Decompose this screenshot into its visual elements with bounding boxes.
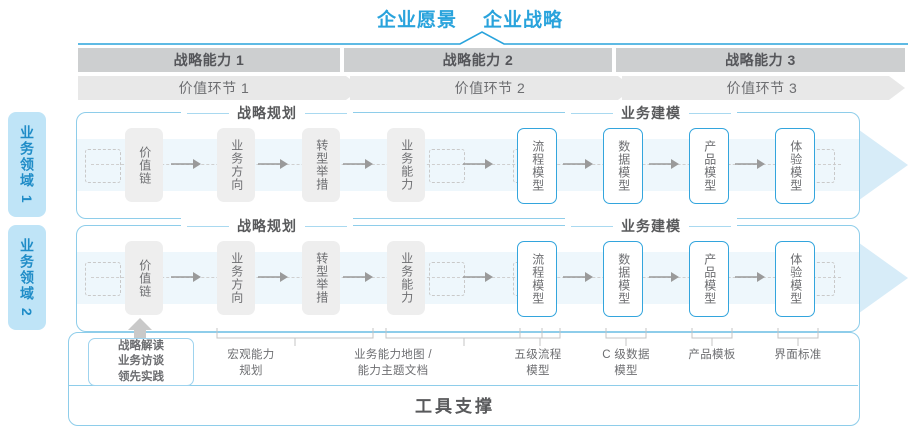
arrow-icon xyxy=(563,159,593,169)
enterprise-strategy-title: 企业战略 xyxy=(483,9,564,31)
bottom-label-line2: 规划 xyxy=(239,364,263,377)
node-r1-business-capability[interactable]: 业务能力 xyxy=(387,128,425,202)
bottom-label-line1: 界面标准 xyxy=(774,349,822,361)
section-caption-modeling-2: 业务建模 xyxy=(565,216,737,236)
arrow-icon xyxy=(735,159,765,169)
bottom-label-ui-standard: 界面标准 xyxy=(746,348,850,364)
row-1-placeholder-mid xyxy=(429,149,465,183)
value-chain-band: 价值环节 1 价值环节 2 价值环节 3 xyxy=(78,76,905,100)
node-r1-experience-model[interactable]: 体验模型 xyxy=(775,128,815,204)
enterprise-vision-title: 企业愿景 xyxy=(376,9,457,31)
caption-rule-right xyxy=(689,112,731,114)
modeling-caption-text-1: 业务建模 xyxy=(621,105,681,121)
caption-rule-right xyxy=(305,225,347,227)
domain-2-label: 业务领域 2 xyxy=(19,237,35,318)
tool-support-box xyxy=(68,332,860,426)
node-r1-process-model[interactable]: 流程模型 xyxy=(517,128,557,204)
bottom-label-line1: 五级流程 xyxy=(514,349,562,361)
bottom-label-product-template: 产品模板 xyxy=(660,348,764,364)
node-r2-value-chain[interactable]: 价值链 xyxy=(125,241,163,315)
capability-cell-2[interactable]: 战略能力 2 xyxy=(344,48,612,72)
section-caption-planning-2: 战略规划 xyxy=(181,216,353,236)
node-r1-value-chain[interactable]: 价值链 xyxy=(125,128,163,202)
bottom-label-line2: 模型 xyxy=(614,364,638,377)
brackets-group xyxy=(216,328,819,346)
bottom-label-five-level-process: 五级流程 模型 xyxy=(486,348,590,379)
node-r1-business-direction[interactable]: 业务方向 xyxy=(217,128,255,202)
callout-up-arrow-icon xyxy=(128,318,152,342)
bottom-label-line2: 能力主题文档 xyxy=(357,364,429,377)
row-1-placeholder-start xyxy=(85,149,121,183)
value-chain-label-3[interactable]: 价值环节 3 xyxy=(726,80,798,96)
bottom-label-line2: 模型 xyxy=(526,364,550,377)
node-r1-product-model[interactable]: 产品模型 xyxy=(689,128,729,204)
callout-line-2: 业务访谈 xyxy=(118,355,164,368)
node-r2-process-model[interactable]: 流程模型 xyxy=(517,241,557,317)
section-caption-modeling-1: 业务建模 xyxy=(565,103,737,123)
capability-cell-1[interactable]: 战略能力 1 xyxy=(78,48,340,72)
node-r2-experience-model[interactable]: 体验模型 xyxy=(775,241,815,317)
arrow-icon xyxy=(735,272,765,282)
domain-row-1: 战略规划 业务建模 价值链 业务方向 转型举措 业务能力 流程模型 数据模型 产… xyxy=(76,103,860,219)
vision-strategy-connector xyxy=(78,31,908,45)
node-r1-data-model[interactable]: 数据模型 xyxy=(603,128,643,204)
caption-rule-left xyxy=(187,225,229,227)
node-r2-business-direction[interactable]: 业务方向 xyxy=(217,241,255,315)
capability-cell-3[interactable]: 战略能力 3 xyxy=(616,48,905,72)
tool-support-divider xyxy=(68,385,858,386)
tool-support-title: 工具支撑 xyxy=(415,397,495,416)
arrow-icon xyxy=(563,272,593,282)
bottom-label-line1: C 级数据 xyxy=(602,349,650,361)
value-chain-label-2[interactable]: 价值环节 2 xyxy=(454,80,526,96)
section-caption-planning-1: 战略规划 xyxy=(181,103,353,123)
caption-rule-left xyxy=(187,112,229,114)
node-r2-business-capability[interactable]: 业务能力 xyxy=(387,241,425,315)
caption-rule-right xyxy=(305,112,347,114)
arrow-icon xyxy=(258,159,288,169)
planning-caption-text-2: 战略规划 xyxy=(237,218,297,234)
arrow-icon xyxy=(171,159,201,169)
value-chain-label-1[interactable]: 价值环节 1 xyxy=(178,80,250,96)
bottom-label-capability-map: 业务能力地图 / 能力主题文档 xyxy=(330,348,456,379)
domain-1-label: 业务领域 1 xyxy=(19,124,35,205)
arrow-icon xyxy=(463,272,493,282)
arrow-icon xyxy=(649,272,679,282)
bottom-label-c-level-data: C 级数据 模型 xyxy=(574,348,678,379)
callout-line-3: 领先实践 xyxy=(118,370,164,383)
row-2-placeholder-mid xyxy=(429,262,465,296)
modeling-caption-text-2: 业务建模 xyxy=(621,218,681,234)
bottom-label-line1: 产品模板 xyxy=(688,349,736,361)
arrow-icon xyxy=(258,272,288,282)
arrow-icon xyxy=(171,272,201,282)
bottom-label-line1: 宏观能力 xyxy=(227,349,275,361)
caption-rule-right xyxy=(689,225,731,227)
caption-rule-left xyxy=(571,112,613,114)
callout-line-1: 战略解读 xyxy=(118,340,164,353)
arrow-icon xyxy=(463,159,493,169)
callout-strategy-inputs[interactable]: 战略解读 业务访谈 领先实践 xyxy=(88,338,194,386)
sidebar-item-domain-1[interactable]: 业务领域 1 xyxy=(8,112,46,217)
planning-caption-text-1: 战略规划 xyxy=(237,105,297,121)
header-titles: 企业愿景 企业战略 xyxy=(330,4,610,32)
bottom-label-line1: 业务能力地图 / xyxy=(354,349,432,361)
sidebar-item-domain-2[interactable]: 业务领域 2 xyxy=(8,225,46,330)
arrow-icon xyxy=(343,159,373,169)
arrow-icon xyxy=(343,272,373,282)
row-2-placeholder-start xyxy=(85,262,121,296)
capability-band: 战略能力 1 战略能力 2 战略能力 3 xyxy=(78,48,905,72)
node-r1-transformation-measures[interactable]: 转型举措 xyxy=(302,128,340,202)
bottom-label-macro-capability: 宏观能力 规划 xyxy=(196,348,306,379)
node-r2-data-model[interactable]: 数据模型 xyxy=(603,241,643,317)
arrow-icon xyxy=(649,159,679,169)
node-r2-product-model[interactable]: 产品模型 xyxy=(689,241,729,317)
caption-rule-left xyxy=(571,225,613,227)
domain-row-2: 战略规划 业务建模 价值链 业务方向 转型举措 业务能力 流程模型 数据模型 产… xyxy=(76,216,860,332)
node-r2-transformation-measures[interactable]: 转型举措 xyxy=(302,241,340,315)
